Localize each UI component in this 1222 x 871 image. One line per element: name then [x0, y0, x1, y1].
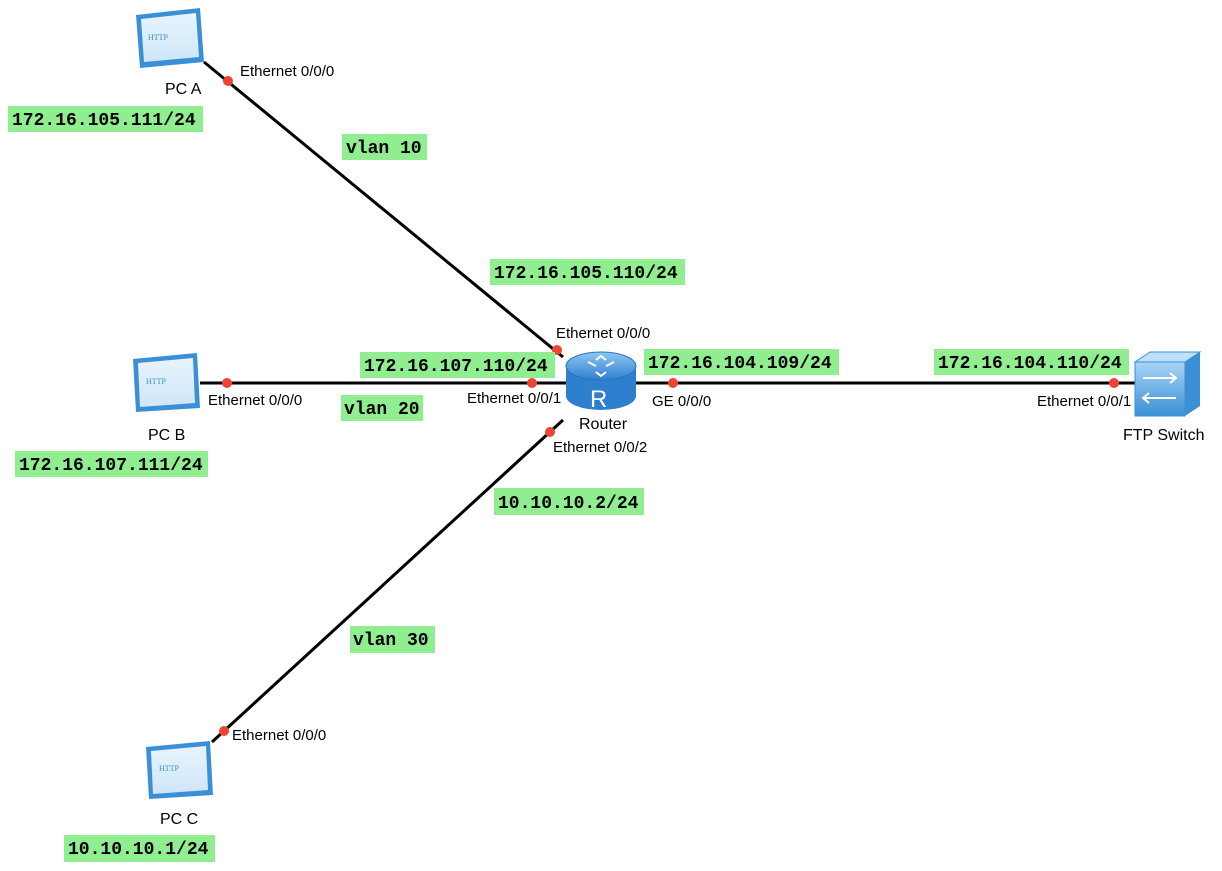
- router-ip-b-label: 172.16.107.110/24: [364, 357, 548, 377]
- port-dot-router-b: [527, 378, 537, 388]
- svg-text:R: R: [590, 386, 607, 413]
- router-port-a-label: Ethernet 0/0/0: [556, 325, 650, 342]
- pc-c-port-label: Ethernet 0/0/0: [232, 727, 326, 744]
- switch-ip-label: 172.16.104.110/24: [938, 354, 1122, 374]
- router-port-b-label: Ethernet 0/0/1: [467, 390, 561, 407]
- ftp-switch-device[interactable]: FTP Switch: [1123, 351, 1205, 444]
- link-pc-a-router: [203, 60, 564, 359]
- port-dot-pc-b: [222, 378, 232, 388]
- pc-a-port-label: Ethernet 0/0/0: [240, 63, 334, 80]
- pc-c-name: PC C: [160, 811, 198, 828]
- pc-icon: HTTP: [133, 353, 200, 412]
- pc-a-name: PC A: [165, 81, 202, 98]
- router-name: Router: [579, 416, 628, 433]
- vlan-30-label: vlan 30: [353, 631, 429, 651]
- pc-a-screen-text: HTTP: [148, 33, 169, 42]
- port-dot-router-c: [545, 427, 555, 437]
- pc-a-device[interactable]: HTTP PC A: [136, 8, 204, 98]
- pc-b-device[interactable]: HTTP PC B: [133, 353, 200, 444]
- pc-c-device[interactable]: HTTP PC C: [146, 741, 213, 828]
- pc-icon: HTTP: [146, 741, 213, 799]
- ftp-switch-name: FTP Switch: [1123, 427, 1205, 444]
- switch-icon: [1133, 351, 1202, 417]
- port-dot-switch: [1109, 378, 1119, 388]
- port-dot-router-sw: [668, 378, 678, 388]
- vlan-20-label: vlan 20: [344, 400, 420, 420]
- pc-b-ip-label: 172.16.107.111/24: [19, 456, 203, 476]
- port-dot-pc-c: [219, 726, 229, 736]
- router-port-c-label: Ethernet 0/0/2: [553, 439, 647, 456]
- router-ip-c-label: 10.10.10.2/24: [498, 494, 639, 514]
- link-pc-c-router: [210, 418, 565, 744]
- switch-port-label: Ethernet 0/0/1: [1037, 393, 1131, 410]
- pc-b-screen-text: HTTP: [146, 377, 167, 386]
- router-icon: R: [565, 351, 637, 413]
- router-ip-sw-label: 172.16.104.109/24: [648, 354, 832, 374]
- port-dot-pc-a: [223, 76, 233, 86]
- pc-icon: HTTP: [136, 8, 204, 68]
- router-ip-a-label: 172.16.105.110/24: [494, 264, 678, 284]
- pc-b-name: PC B: [148, 427, 185, 444]
- pc-c-ip-label: 10.10.10.1/24: [68, 840, 209, 860]
- router-port-sw-label: GE 0/0/0: [652, 393, 711, 410]
- router-device[interactable]: R Router: [565, 351, 637, 433]
- pc-b-port-label: Ethernet 0/0/0: [208, 392, 302, 409]
- vlan-10-label: vlan 10: [346, 139, 422, 159]
- pc-a-ip-label: 172.16.105.111/24: [12, 111, 196, 131]
- pc-c-screen-text: HTTP: [159, 764, 180, 773]
